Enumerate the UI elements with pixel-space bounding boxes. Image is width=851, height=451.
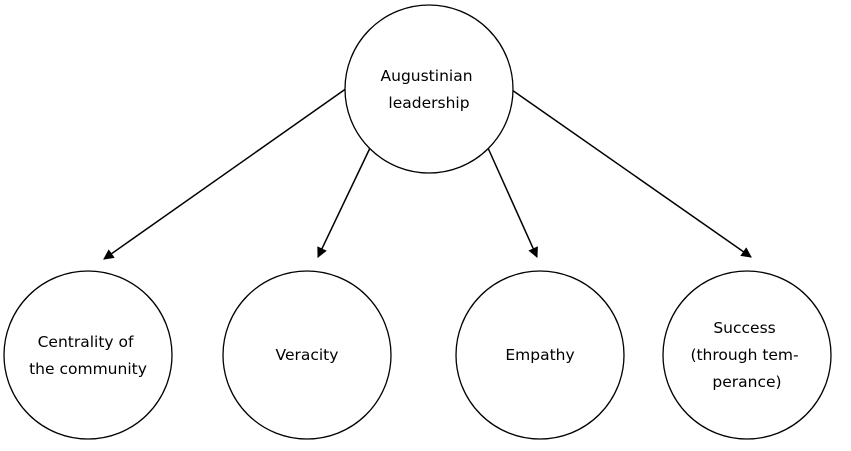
child-node-veracity-label-line-1: Veracity bbox=[276, 346, 339, 364]
child-node-empathy-circle bbox=[455, 270, 625, 440]
child-node-empathy-label: Empathy bbox=[505, 346, 574, 364]
child-node-success-circle bbox=[662, 270, 832, 440]
child-node-centrality-label-line-1: Centrality of bbox=[38, 333, 134, 351]
child-node-veracity: Veracity bbox=[222, 270, 392, 440]
root-node-label-line-2: leadership bbox=[388, 94, 469, 112]
edge-root-to-veracity bbox=[317, 147, 371, 258]
edge-root-to-centrality bbox=[103, 87, 348, 260]
edge-root-to-success bbox=[511, 89, 752, 258]
root-node-circle bbox=[344, 4, 514, 174]
child-node-empathy: Empathy bbox=[455, 270, 625, 440]
root-node: Augustinian leadership bbox=[344, 4, 514, 174]
child-node-success-label-line-1: Success bbox=[713, 319, 775, 337]
child-node-veracity-circle bbox=[222, 270, 392, 440]
child-node-centrality: Centrality of the community bbox=[3, 270, 173, 440]
child-node-success: Success (through tem- perance) bbox=[662, 270, 832, 440]
child-node-success-label: Success (through tem- perance) bbox=[690, 319, 803, 391]
root-node-label: Augustinian leadership bbox=[381, 67, 478, 112]
root-node-label-line-1: Augustinian bbox=[381, 67, 473, 85]
child-node-centrality-label-line-2: the community bbox=[29, 360, 147, 378]
child-node-centrality-label: Centrality of the community bbox=[29, 333, 147, 378]
edge-root-to-empathy bbox=[487, 147, 538, 258]
child-node-empathy-label-line-1: Empathy bbox=[505, 346, 574, 364]
child-node-success-label-line-2: (through tem- bbox=[690, 346, 798, 364]
child-node-success-label-line-3: perance) bbox=[712, 373, 781, 391]
child-node-centrality-circle bbox=[3, 270, 173, 440]
edges bbox=[103, 87, 752, 260]
child-node-veracity-label: Veracity bbox=[276, 346, 339, 364]
